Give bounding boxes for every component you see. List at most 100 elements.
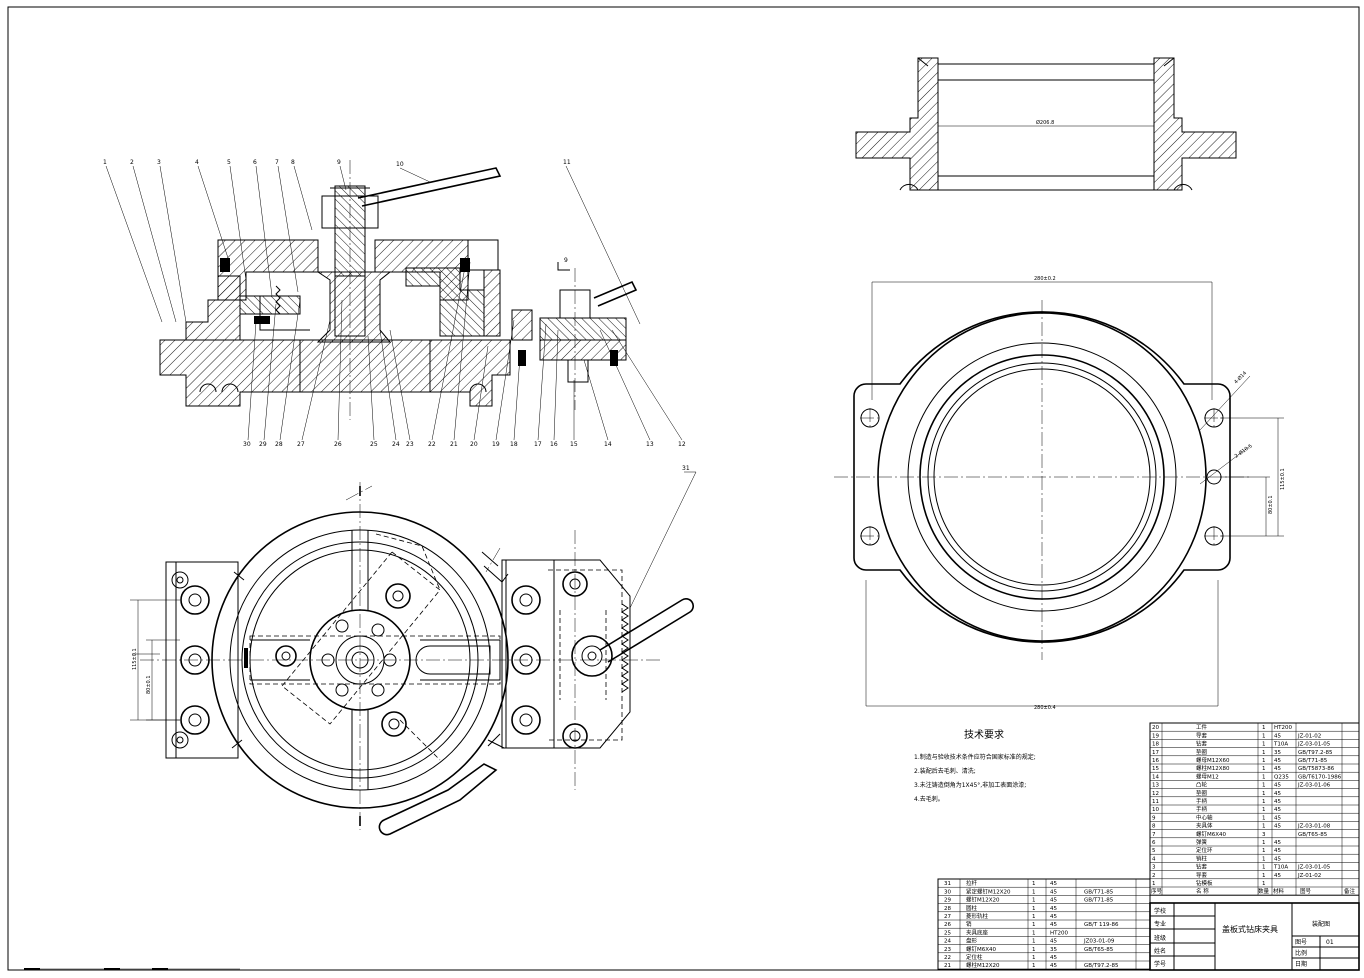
callout-25: 25 [370,441,378,448]
tb-school: 学校 [1154,907,1166,915]
section-mark: 9 [564,257,568,264]
bom-row-no: 20 [1152,725,1159,731]
callout-3: 3 [157,159,161,166]
callout-5: 5 [227,159,231,166]
bom-row-material: 45 [1050,914,1057,920]
bom-row-no: 12 [1152,791,1159,797]
bom-row-code: GB/T71-85 [1084,889,1114,895]
bom-row-no: 30 [944,889,951,895]
callout-9: 9 [337,159,341,166]
bom-row-material: 45 [1050,889,1057,895]
bom-row-material: 45 [1050,922,1057,928]
hole-dia-label-2: 2-Ø10.5 [1233,442,1253,459]
callout-16: 16 [550,441,558,448]
bom-row-code: JZ-03-01-06 [1297,783,1331,789]
bom-row-material: 45 [1050,881,1057,887]
bom-row-name: 工件 [1196,723,1208,731]
bom-row-name: 螺钉M6X40 [966,945,997,953]
bom-row-name: 中心轴 [1196,813,1213,821]
drawing-title: 盖板式钻床夹具 [1222,924,1278,934]
bom-header-note: 备注 [1344,887,1356,895]
bom-row-code: GB/T 119-86 [1084,922,1119,928]
tb-major: 专业 [1154,920,1166,928]
bom-row-name: 导套 [1196,871,1208,879]
callout-13: 13 [646,441,654,448]
bom-row-code: JZ-01-02 [1297,733,1321,739]
bom-row-material: 45 [1274,758,1281,764]
bom-row-code: GB/T6170-1986 [1298,774,1342,780]
bom-row-name: 螺钉M12X20 [966,896,1000,904]
bom-row-code: GB/T65-85 [1084,947,1114,953]
bom-row-qty: 1 [1262,742,1266,748]
bom-row-no: 2 [1152,873,1156,879]
bom-row-no: 13 [1152,783,1159,789]
bom-row-name: 圆柱 [966,904,978,912]
bom-row-material: 45 [1050,955,1057,961]
bom-row-name: 拉杆 [966,879,978,887]
plan-view: 115±0.1 80±0.1 31 [130,465,697,836]
bom-row-no: 9 [1152,815,1156,821]
bom-row-code: JZ-03-01-05 [1297,742,1331,748]
bom-row-material: 45 [1274,824,1281,830]
bom-row-qty: 1 [1262,774,1266,780]
callout-31: 31 [682,465,690,472]
bom-row-no: 18 [1152,742,1159,748]
bom-row-qty: 1 [1032,889,1036,895]
bom-row-no: 24 [944,939,951,945]
bom-row-no: 6 [1152,840,1156,846]
bom-row-qty: 1 [1262,873,1266,879]
bom-row-material: HT200 [1274,725,1292,731]
drawing-type: 装配图 [1312,920,1330,928]
tb-class: 班级 [1154,934,1166,942]
tb-student: 姓名 [1154,947,1166,955]
bom-row-no: 4 [1152,856,1156,862]
bom-row-qty: 1 [1032,947,1036,953]
bom-row-name: 螺钉M6X40 [1196,830,1227,838]
title-block: 学校 专业 班级 姓名 学号 盖板式钻床夹具 装配图 图号 01 比例 日期 [1149,902,1360,971]
callout-19: 19 [492,441,500,448]
bom-row-code: GB/T71-85 [1084,898,1114,904]
callout-12: 12 [678,441,686,448]
callout-30: 30 [243,441,251,448]
bom-row-material: 45 [1274,848,1281,854]
tech-req-item-4: 4.去毛刺。 [914,795,944,803]
bom-row-qty: 1 [1262,881,1266,887]
bom-row-qty: 1 [1032,939,1036,945]
bom-row-qty: 1 [1262,799,1266,805]
bom-row-name: 弹簧 [1196,838,1208,846]
callout-17: 17 [534,441,542,448]
bom-row-material: 45 [1050,906,1057,912]
bom-row-qty: 1 [1262,725,1266,731]
bom-row-qty: 1 [1262,766,1266,772]
bom-header-material: 材料 [1273,887,1285,895]
bom-row-material: 45 [1274,766,1281,772]
bom-row-name: 螺柱M12X80 [1196,764,1230,772]
bom-row-qty: 1 [1032,914,1036,920]
callout-23: 23 [406,441,414,448]
bom-row-name: 螺柱M12X20 [966,961,1000,969]
bom-row-name: 垫圈 [1196,748,1208,756]
tech-req-item-1: 1.制造与验收技术条件应符合国家标准的规定; [914,753,1036,761]
bom-row-name: 菱形轨柱 [966,912,989,920]
bom-row-name: 钻模板 [1196,879,1213,887]
bom-row-name: 导套 [1196,731,1208,739]
bom-row-material: 35 [1050,947,1057,953]
scale-label: 比例 [1295,949,1307,957]
bom-row-no: 5 [1152,848,1156,854]
bom-row-material: HT200 [1050,930,1068,936]
bom-row-no: 29 [944,898,951,904]
bom-row-no: 11 [1152,799,1159,805]
bom-row-qty: 3 [1262,832,1266,838]
bom-row-qty: 1 [1032,906,1036,912]
bom-row-code: GB/T97.2-85 [1084,963,1119,969]
height-dim: 280±0.4 [1034,705,1056,711]
bom-row-code: JZ-03-01-08 [1297,824,1331,830]
bom-row-qty: 1 [1262,807,1266,813]
callout-21: 21 [450,441,458,448]
hole-spacing-dim: 115±0.1 [1280,468,1286,490]
bom-row-name: 定位环 [1196,846,1213,854]
bom-row-material: 45 [1050,939,1057,945]
tech-req-title: 技术要求 [964,728,1004,741]
callout-15: 15 [570,441,578,448]
